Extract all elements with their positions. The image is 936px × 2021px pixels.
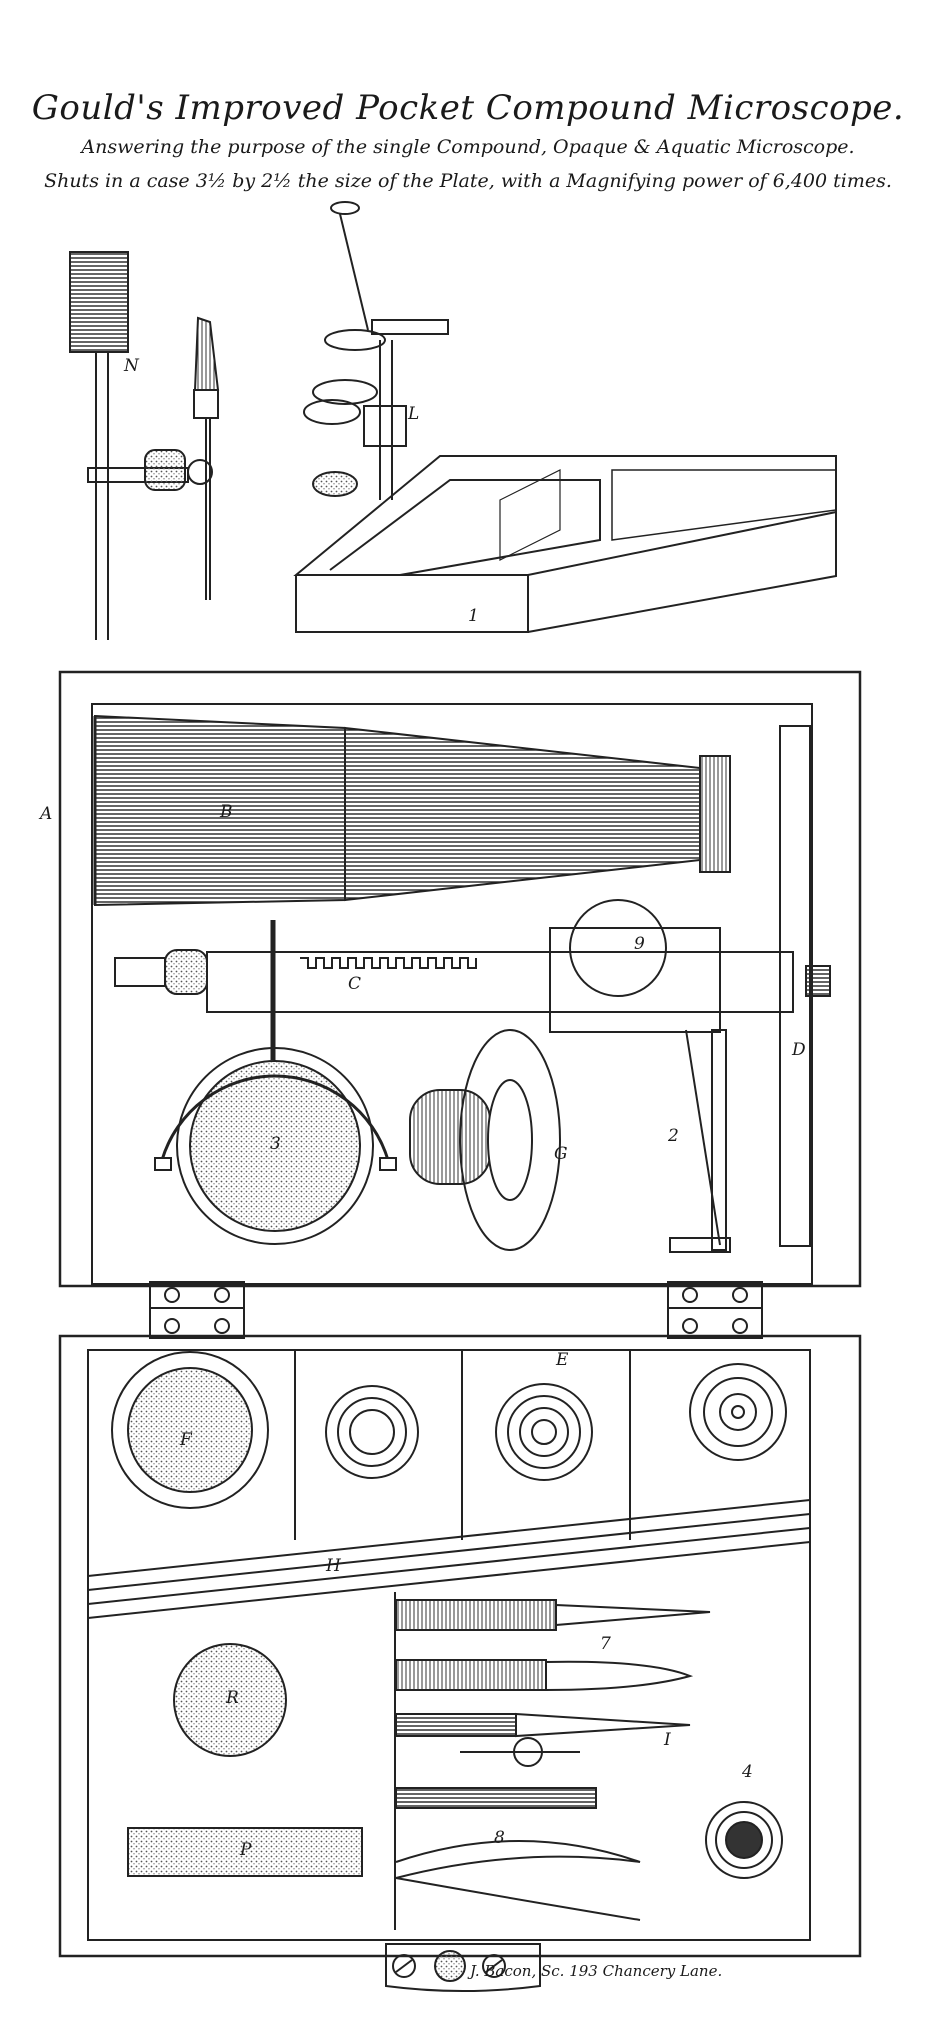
- label-1: 1: [468, 606, 479, 626]
- label-N: N: [124, 356, 139, 376]
- case-outline-upper: [58, 670, 862, 1288]
- label-2: 2: [668, 1126, 679, 1146]
- clasp: [385, 1943, 541, 1992]
- label-P: P: [240, 1840, 252, 1860]
- engraver-credit: J. Bacon, Sc. 193 Chancery Lane.: [470, 1962, 723, 1980]
- microscope-case-open: [293, 455, 837, 633]
- label-L: L: [408, 404, 420, 424]
- label-9: 9: [634, 934, 645, 954]
- label-F: F: [180, 1430, 192, 1450]
- label-H: H: [326, 1556, 341, 1576]
- dissecting-tools: [395, 1599, 711, 1921]
- hinge-left: [149, 1281, 245, 1339]
- label-4: 4: [742, 1762, 753, 1782]
- label-G: G: [554, 1144, 568, 1164]
- plate-description: Shuts in a case 3½ by 2½ the size of the…: [44, 170, 892, 192]
- label-C: C: [348, 974, 362, 994]
- hinge-right: [667, 1281, 763, 1339]
- forceps-slider: [669, 1029, 731, 1253]
- label-3: 3: [270, 1134, 281, 1154]
- label-I: I: [664, 1730, 671, 1750]
- label-7: 7: [600, 1634, 611, 1654]
- small-lens: [705, 1801, 783, 1879]
- lens-compartments: [111, 1350, 787, 1540]
- lower-tray: [87, 1349, 811, 1941]
- stage-mirror: [154, 1047, 397, 1245]
- condenser-lens: [409, 1029, 561, 1251]
- handle-bar: [87, 1499, 811, 1619]
- label-8: 8: [494, 1828, 505, 1848]
- compound-stand: [303, 201, 449, 500]
- slide-and-disc: [127, 1643, 363, 1877]
- rack-bar: [114, 725, 831, 1247]
- plate-subtitle: Answering the purpose of the single Comp…: [81, 136, 855, 158]
- label-R: R: [226, 1688, 239, 1708]
- needle-holder: [193, 316, 220, 600]
- label-A: A: [40, 804, 53, 824]
- body-tube: [93, 714, 731, 907]
- label-E: E: [556, 1350, 569, 1370]
- label-D: D: [792, 1040, 806, 1060]
- stand-with-tube: [69, 251, 213, 640]
- label-B: B: [220, 802, 233, 822]
- plate-title: Gould's Improved Pocket Compound Microsc…: [31, 88, 905, 128]
